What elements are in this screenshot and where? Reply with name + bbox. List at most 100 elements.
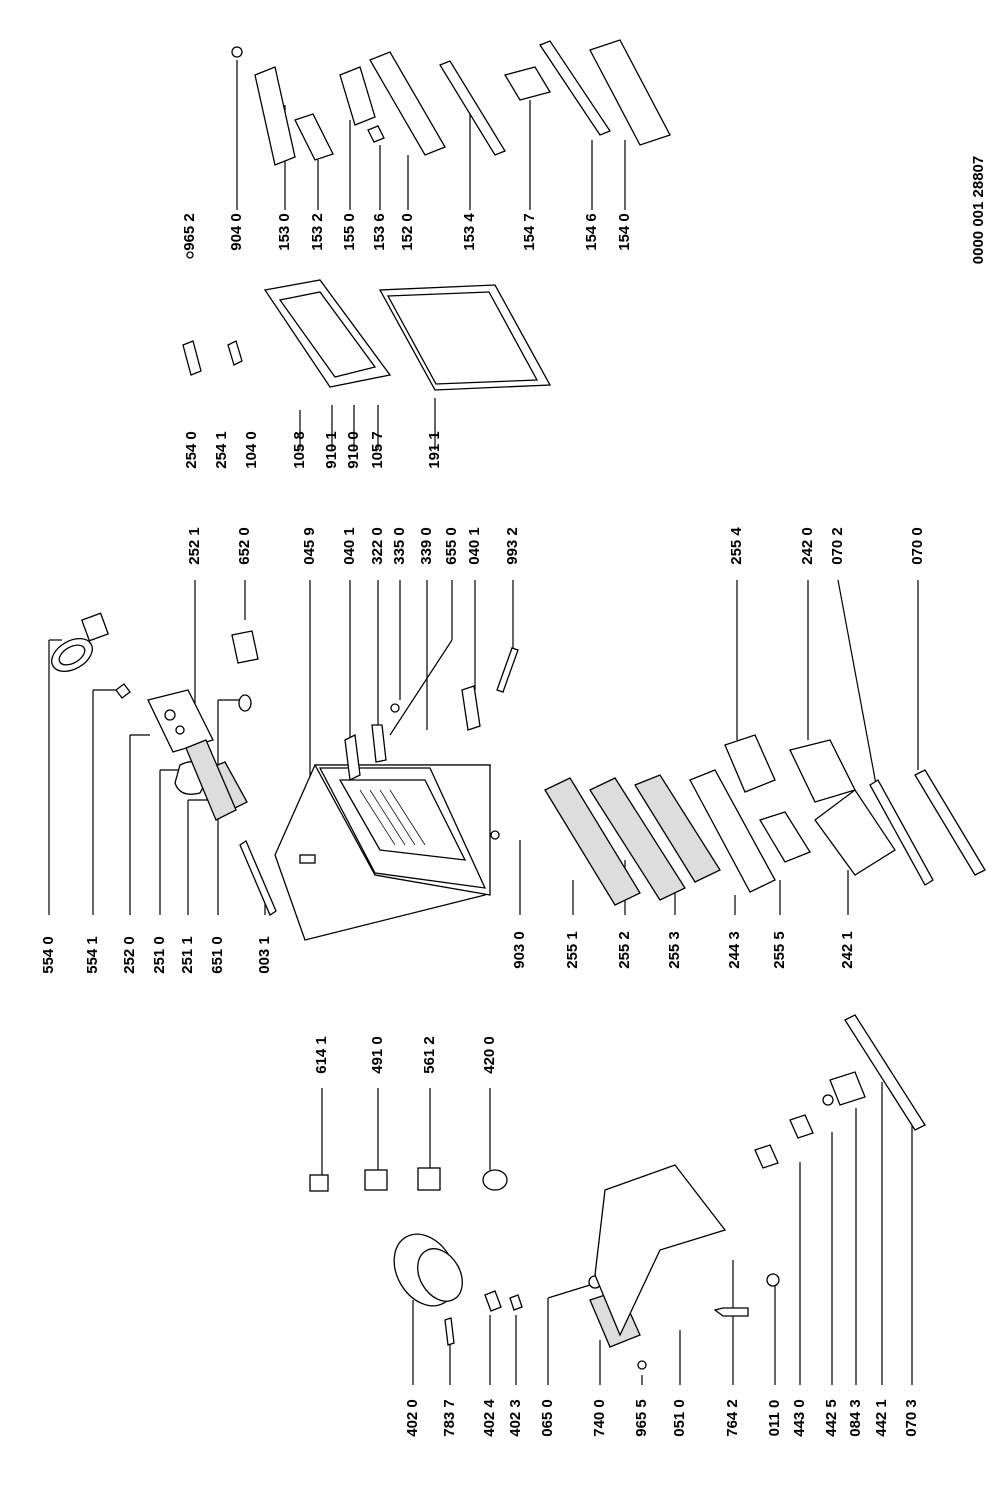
part-housing-252-0	[147, 689, 214, 753]
part-label: 084 3	[847, 1399, 864, 1437]
part-shelf-255-2	[589, 777, 686, 901]
part-label: 242 1	[839, 931, 856, 969]
part-hinge-254-1	[227, 340, 243, 366]
part-egg-tray-155-0	[339, 66, 376, 126]
part-label: 491 0	[369, 1036, 386, 1074]
part-label: 614 1	[313, 1036, 330, 1074]
part-hinge-040-1b	[461, 685, 481, 731]
part-label: 252 0	[121, 936, 138, 974]
part-strip-003-1	[239, 840, 277, 916]
part-label: 252 1	[186, 527, 203, 565]
part-label: 003 1	[256, 936, 273, 974]
part-label: 255 3	[666, 931, 683, 969]
part-cap-904-0	[231, 46, 243, 58]
part-relay-443-0	[754, 1144, 779, 1169]
part-label: 153 4	[461, 213, 478, 251]
part-shelf-152-0	[369, 51, 446, 156]
part-hinge-254-0	[182, 340, 202, 376]
part-label: 153 6	[371, 213, 388, 251]
part-label: 154 0	[616, 213, 633, 251]
part-protector-442-5	[789, 1114, 814, 1139]
part-label: 155 0	[341, 213, 358, 251]
part-grommet-402-3	[509, 1294, 523, 1311]
part-screw-965-5	[637, 1360, 647, 1370]
part-hinge-040-1	[344, 734, 361, 781]
part-shelf-255-1	[544, 777, 641, 906]
part-label: 154 6	[583, 213, 600, 251]
part-label: 442 1	[873, 1399, 890, 1437]
part-label: 652 0	[236, 527, 253, 565]
part-rail-153-4	[439, 60, 506, 156]
part-shelf-154-0	[589, 39, 671, 146]
part-lamp-651-0	[238, 694, 252, 712]
part-capillary-783-7	[444, 1317, 455, 1346]
part-bracket-154-7	[503, 66, 552, 101]
part-561-2	[417, 1167, 441, 1191]
part-sensor-993-2	[496, 647, 519, 693]
part-label: 242 0	[799, 527, 816, 565]
part-label: 152 0	[399, 213, 416, 251]
leader-lines	[48, 60, 919, 1385]
part-label: 783 7	[441, 1399, 458, 1437]
part-gasket-191-1	[378, 284, 552, 391]
part-clip-554-1	[115, 683, 131, 699]
part-label: 040 1	[341, 527, 358, 565]
part-screw-903-0	[490, 830, 500, 840]
part-label: 335 0	[391, 527, 408, 565]
document-code: 0000 001 28807	[970, 156, 987, 264]
part-label: 255 4	[728, 527, 745, 565]
part-shelf-255-3	[634, 774, 721, 883]
part-foot-011-0	[766, 1273, 780, 1287]
part-pin-335-0	[390, 703, 400, 713]
part-label: 051 0	[671, 1399, 688, 1437]
part-label: 070 3	[903, 1399, 920, 1437]
part-label: 154 7	[521, 213, 538, 251]
part-label: 904 0	[228, 213, 245, 251]
part-label: 655 0	[443, 527, 460, 565]
part-label: 104 0	[243, 431, 260, 469]
part-bottle-153-0	[254, 66, 296, 166]
part-label: 993 2	[504, 527, 521, 565]
part-label: 254 1	[213, 431, 230, 469]
part-clip-153-6	[367, 125, 385, 143]
part-label: 420 0	[481, 1036, 498, 1074]
part-491-0	[364, 1169, 388, 1191]
part-label: 764 2	[724, 1399, 741, 1437]
part-label: 045 9	[301, 527, 318, 565]
part-label: 251 1	[179, 936, 196, 974]
part-grommet-402-4	[484, 1290, 502, 1312]
part-rail-070-2	[869, 779, 934, 886]
part-relay-764-2	[713, 1307, 749, 1317]
part-label: 402 0	[404, 1399, 421, 1437]
part-label: 402 4	[481, 1399, 498, 1437]
part-label: 153 2	[309, 213, 326, 251]
part-hinge-322-0	[371, 724, 387, 763]
part-bottle-153-2	[294, 113, 334, 161]
part-label: 442 5	[823, 1399, 840, 1437]
part-label: 651 0	[209, 936, 226, 974]
part-label: 040 1	[466, 527, 483, 565]
part-cabinet	[274, 764, 491, 941]
part-label: 254 0	[183, 431, 200, 469]
part-screw-965-2	[186, 251, 194, 259]
part-switch-652-0	[231, 630, 259, 664]
part-614-1	[309, 1174, 329, 1192]
part-compressor-402-0	[393, 1233, 463, 1307]
part-plug-084-3	[822, 1094, 834, 1106]
part-label: 339 0	[418, 527, 435, 565]
part-label: 255 2	[616, 931, 633, 969]
part-label: 070 2	[829, 527, 846, 565]
part-label: 153 0	[276, 213, 293, 251]
part-door-104-0	[263, 279, 392, 388]
part-label: 554 1	[84, 936, 101, 974]
part-label: 965 5	[633, 1399, 650, 1437]
part-crisper-242-0	[789, 739, 856, 803]
part-label: 561 2	[421, 1036, 438, 1074]
part-label: 255 5	[771, 931, 788, 969]
part-glass-244-3	[689, 769, 776, 893]
part-label: 244 3	[726, 931, 743, 969]
part-base-051-0	[594, 1164, 727, 1337]
part-label: 322 0	[369, 527, 386, 565]
part-label: 011 0	[766, 1400, 783, 1437]
